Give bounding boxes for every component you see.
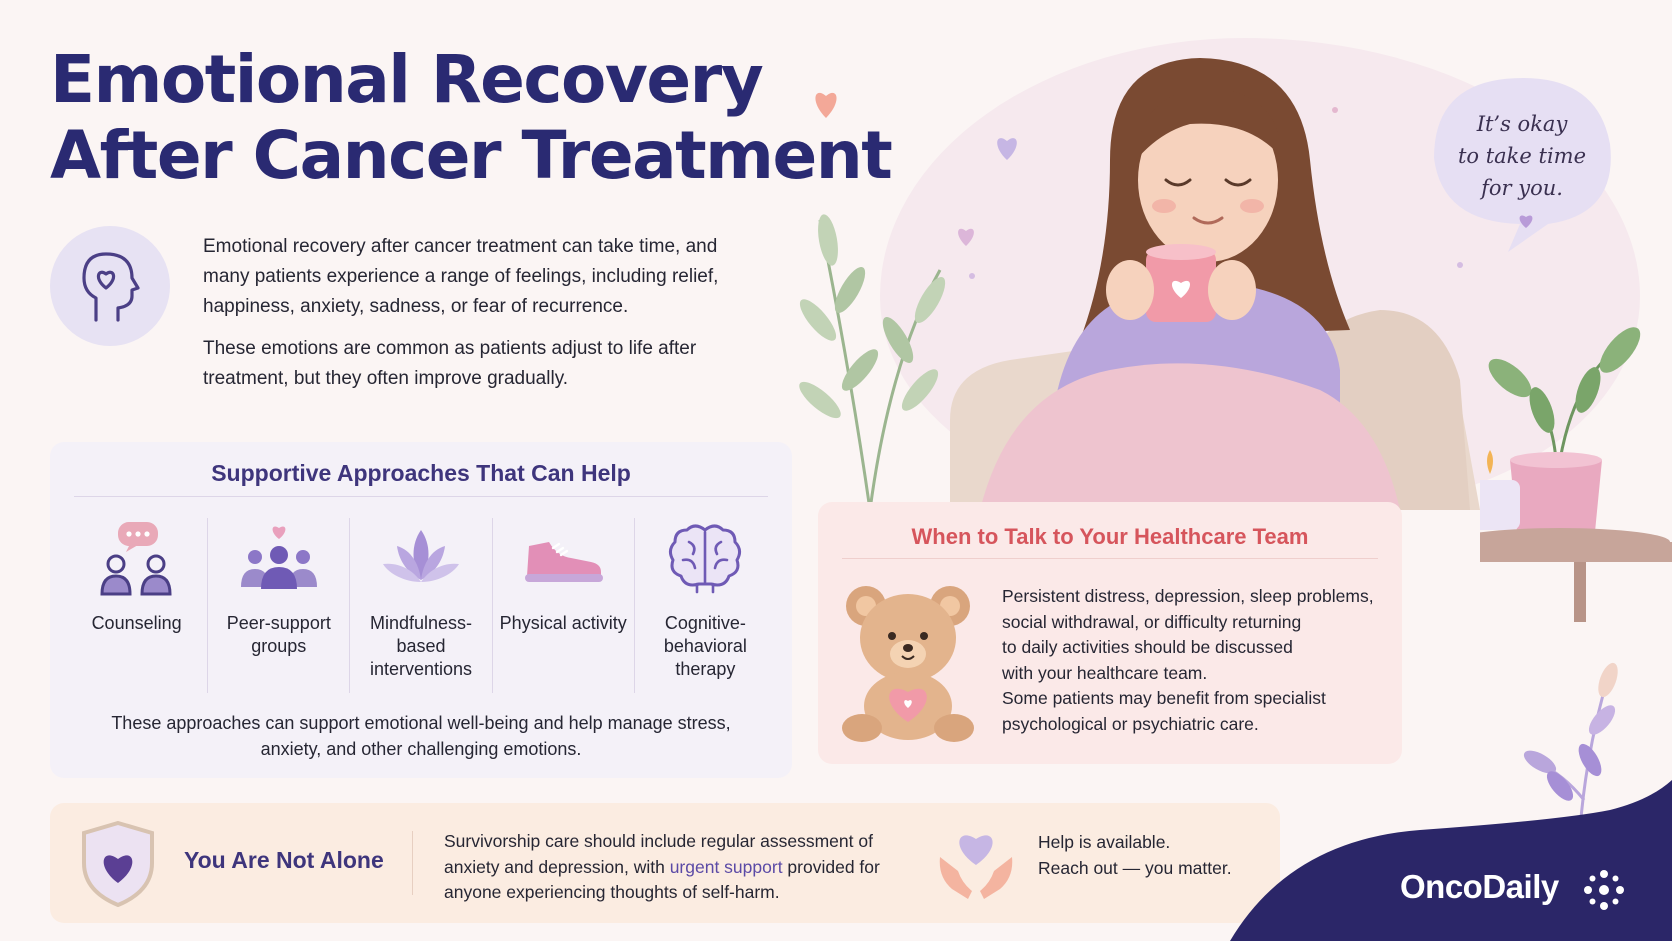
healthcare-team-card: When to Talk to Your Healthcare Team Per…	[818, 502, 1402, 764]
sneaker-icon	[523, 518, 604, 598]
approaches-footer: These approaches can support emotional w…	[111, 713, 731, 759]
brand-wave-background	[1230, 780, 1672, 941]
approach-label: Mindfulness-based interventions	[369, 613, 473, 679]
page-title-line-1: Emotional Recovery	[50, 41, 764, 118]
approach-label: Counseling	[91, 613, 182, 633]
speech-line-2: to take time	[1457, 144, 1587, 168]
counseling-icon	[98, 518, 176, 598]
healthcare-line: with your healthcare team.	[1002, 662, 1208, 683]
peer-support-icon	[239, 518, 319, 598]
healthcare-title: When to Talk to Your Healthcare Team	[911, 524, 1309, 549]
approach-mindfulness: Mindfulness-based interventions	[350, 518, 493, 693]
approach-label: Cognitive-behavioral therapy	[663, 613, 747, 679]
banner-text-part: Survivorship care should include regular…	[444, 831, 873, 877]
banner-title: You Are Not Alone	[184, 847, 384, 873]
approach-peer-support: Peer-support groups	[208, 518, 351, 693]
help-line-2: Reach out — you matter.	[1038, 857, 1232, 878]
approach-counseling: Counseling	[66, 518, 209, 693]
brain-icon	[667, 518, 743, 598]
not-alone-banner: You Are Not Alone Survivorship care shou…	[50, 803, 1280, 923]
healthcare-line: psychological or psychiatric care.	[1002, 713, 1259, 734]
urgent-support-highlight: urgent support	[669, 856, 783, 877]
banner-divider	[412, 831, 413, 895]
plant-illustration	[799, 214, 946, 510]
page-title: Emotional Recovery After Cancer Treatmen…	[50, 41, 893, 194]
approach-label: Peer-support groups	[226, 613, 331, 656]
head-heart-icon	[50, 226, 170, 346]
help-line-1: Help is available.	[1038, 832, 1171, 852]
banner-text-part: provided for anyone experiencing thought…	[444, 856, 880, 903]
healthcare-line: to daily activities should be discussed	[1002, 637, 1293, 657]
healthcare-text: Persistent distress, depression, sleep p…	[1002, 584, 1392, 737]
approaches-list: Counseling Peer-support groups	[66, 518, 776, 693]
page-title-line-2: After Cancer Treatment	[50, 117, 893, 194]
lavender-illustration	[1523, 662, 1618, 830]
side-table-illustration	[1480, 327, 1672, 622]
approach-physical-activity: Physical activity	[493, 518, 635, 693]
help-text: Help is available. Reach out — you matte…	[1038, 830, 1232, 881]
intro-text: Emotional recovery after cancer treatmen…	[203, 232, 743, 406]
healthcare-divider	[842, 558, 1378, 559]
brand-logo-text: OncoDaily	[1400, 868, 1559, 905]
teddy-bear-icon	[842, 586, 974, 742]
shield-heart-icon	[82, 821, 154, 907]
approaches-divider	[74, 496, 768, 497]
intro-paragraph-1: Emotional recovery after cancer treatmen…	[203, 236, 719, 317]
speech-bubble	[1434, 78, 1611, 252]
lotus-icon	[381, 518, 461, 598]
woman-with-mug-illustration	[799, 58, 1480, 510]
hands-heart-icon	[939, 835, 1013, 899]
small-heart-icon	[1519, 215, 1533, 228]
healthcare-line: Some patients may benefit from specialis…	[1002, 688, 1326, 708]
approaches-title: Supportive Approaches That Can Help	[211, 460, 631, 486]
healthcare-line: social withdrawal, or difficulty returni…	[1002, 611, 1302, 632]
banner-text: Survivorship care should include regular…	[444, 829, 914, 906]
supportive-approaches-card: Supportive Approaches That Can Help Coun…	[50, 442, 792, 778]
speech-line-1: It’s okay	[1476, 112, 1568, 136]
speech-line-3: for you.	[1481, 176, 1563, 200]
sparkle-logo-icon	[1584, 870, 1624, 910]
approach-label: Physical activity	[499, 613, 627, 633]
healthcare-line: Persistent distress, depression, sleep p…	[1002, 586, 1374, 606]
approach-cbt: Cognitive-behavioral therapy	[635, 518, 776, 693]
intro-paragraph-2: These emotions are common as patients ad…	[203, 338, 697, 389]
speech-bubble-text: It’s okay to take time for you.	[1432, 78, 1612, 248]
